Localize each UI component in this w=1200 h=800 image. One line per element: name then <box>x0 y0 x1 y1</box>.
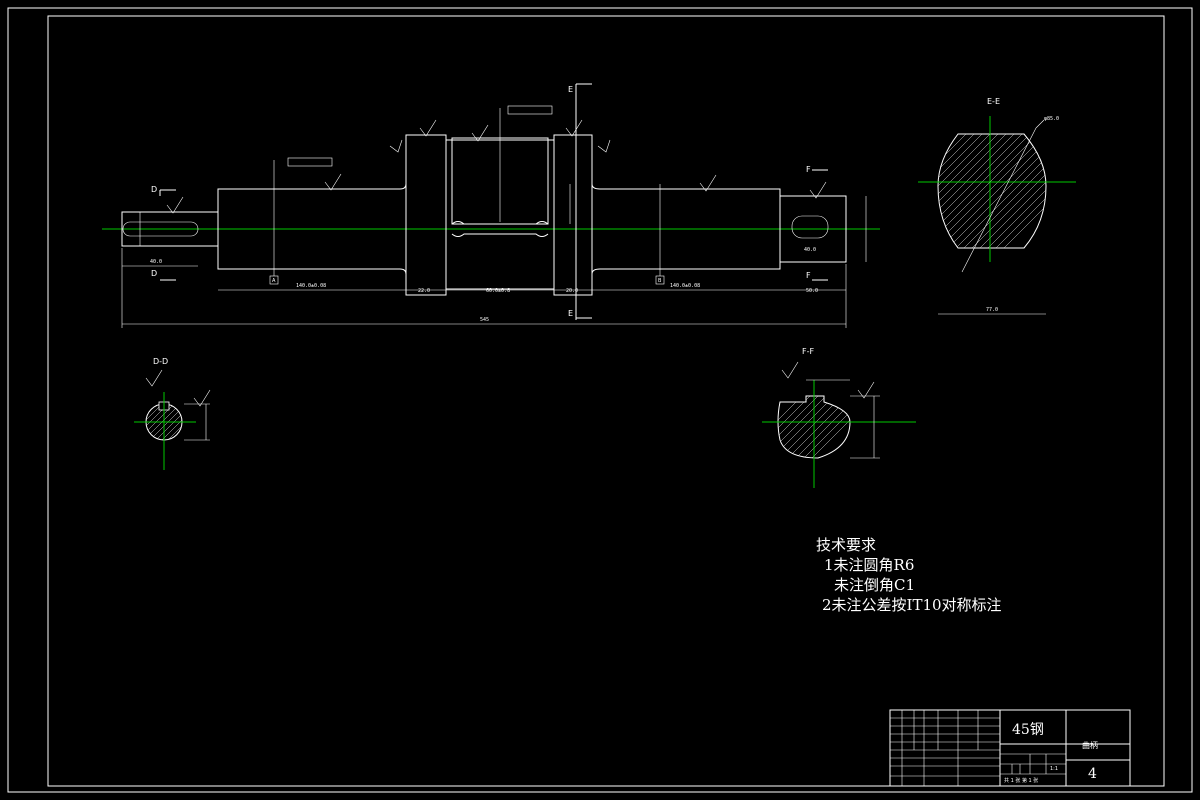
section-ff: F-F <box>762 347 916 488</box>
section-ee-title: E-E <box>987 97 1000 106</box>
tolerance-frame-2 <box>507 105 553 115</box>
section-mark-f-top: F <box>806 165 811 174</box>
tolerance-frame-1 <box>287 157 333 167</box>
dim-key-left: 40.0 <box>150 259 162 265</box>
tech-req-title: 技术要求 <box>816 536 876 554</box>
section-mark-d-bottom: D <box>151 269 157 278</box>
dim-seg6: 50.0 <box>806 288 818 294</box>
dim-key-right: 40.0 <box>804 247 816 253</box>
technical-requirements: 技术要求 1未注圆角R6 未注倒角C1 2未注公差按IT10对称标注 <box>816 536 1002 614</box>
tech-req-item-2: 未注倒角C1 <box>834 576 915 594</box>
right-keyway <box>791 215 829 239</box>
tech-req-item-1: 1未注圆角R6 <box>824 556 914 574</box>
dim-seg5: 140.0±0.08 <box>670 283 700 289</box>
outer-frame <box>7 7 1193 793</box>
dim-overall-length: 545 <box>480 317 489 323</box>
section-ee-outline <box>937 133 1047 249</box>
dim-ee-width: 77.0 <box>986 307 998 313</box>
section-mark-f-bottom: F <box>806 271 811 280</box>
dim-seg4: 20.0 <box>566 288 578 294</box>
shaft-main-view: E E D D F F 545 140.0±0.08 22.0 60.0±0.8… <box>102 83 880 328</box>
title-block-material: 45钢 <box>1012 722 1044 738</box>
title-block-sheet-number: 4 <box>1088 766 1097 782</box>
dim-seg2: 22.0 <box>418 288 430 294</box>
dim-seg1: 140.0±0.08 <box>296 283 326 289</box>
inner-frame <box>47 15 1165 787</box>
title-block: 45钢 曲柄 4 1:1 共 1 张 第 1 张 <box>889 709 1131 787</box>
section-ee: E-E φ85.0 77.0 <box>918 97 1076 315</box>
datum-b: B <box>658 278 662 284</box>
dim-seg3: 60.0±0.8 <box>486 288 510 294</box>
section-dd-title: D-D <box>153 357 168 366</box>
section-ff-outline <box>777 395 851 459</box>
section-mark-e-top: E <box>568 85 573 94</box>
tech-req-item-3: 2未注公差按IT10对称标注 <box>822 596 1002 614</box>
section-mark-e-bottom: E <box>568 309 573 318</box>
section-ff-title: F-F <box>802 347 814 356</box>
left-keyway <box>122 221 199 237</box>
section-mark-d-top: D <box>151 185 157 194</box>
title-block-part-name: 曲柄 <box>1082 740 1098 750</box>
shaft-outline <box>217 134 847 296</box>
datum-a: A <box>272 278 276 284</box>
title-block-scale: 1:1 <box>1050 766 1058 772</box>
title-block-sheet-info: 共 1 张 第 1 张 <box>1004 777 1038 784</box>
dim-ee-dia: φ85.0 <box>1044 116 1059 122</box>
section-dd: D-D <box>134 357 211 470</box>
